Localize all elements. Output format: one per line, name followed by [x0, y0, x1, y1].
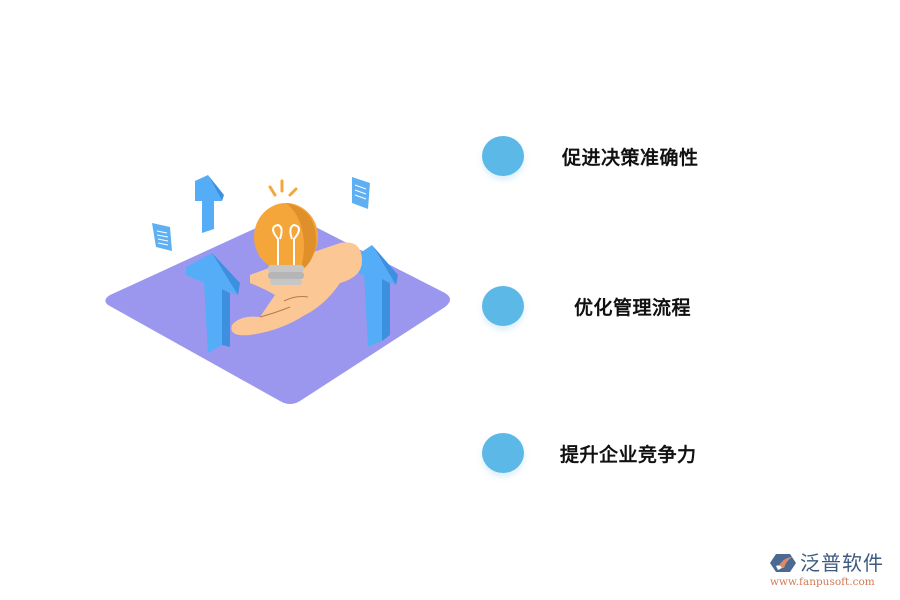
arrow-up-icon [195, 175, 224, 233]
document-icon [352, 177, 370, 209]
feature-item-competitiveness: 提升企业竞争力 [482, 433, 697, 473]
lightbulb-icon [254, 179, 318, 285]
circle-bullet-icon [482, 286, 524, 326]
isometric-illustration [105, 175, 450, 404]
feature-label: 促进决策准确性 [562, 146, 699, 169]
document-icon [152, 223, 172, 251]
logo-url: www.fanpusoft.com [770, 576, 875, 588]
arrow-up-icon [186, 253, 240, 353]
illustration [100, 165, 460, 415]
feature-item-decision-accuracy: 促进决策准确性 [482, 136, 699, 176]
arrow-up-icon [348, 245, 398, 347]
circle-bullet-icon [482, 136, 524, 176]
brand-logo: 泛普软件 www.fanpusoft.com [770, 552, 895, 592]
feature-item-optimize-process: 优化管理流程 [482, 286, 691, 326]
fanpu-logo-icon [770, 554, 796, 572]
logo-name: 泛普软件 [800, 551, 884, 575]
circle-bullet-icon [482, 433, 524, 473]
hand-icon [231, 242, 362, 336]
feature-label: 优化管理流程 [574, 296, 692, 319]
feature-label: 提升企业竞争力 [560, 443, 697, 466]
